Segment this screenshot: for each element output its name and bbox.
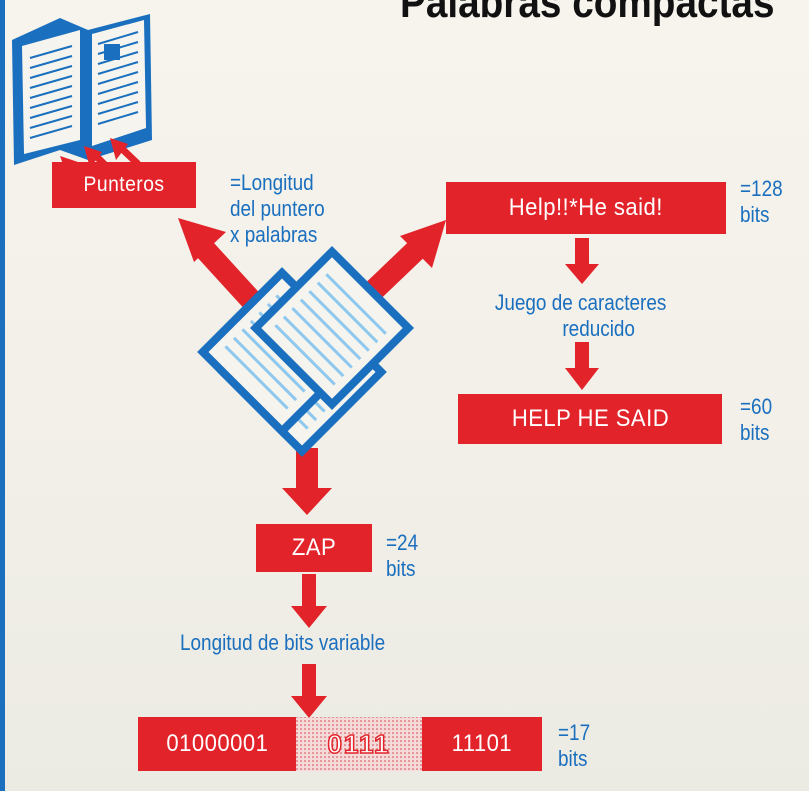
reduced-charset-line-1: Juego de caracteres [494, 290, 667, 315]
zap-box: ZAP [256, 524, 372, 572]
book-icon [12, 14, 152, 165]
arrow-reduce-2 [565, 342, 599, 390]
arrow-zap-2 [291, 664, 327, 718]
pointers-box: Punteros [52, 162, 196, 208]
pointers-note: =Longitud del puntero x palabras [230, 170, 325, 248]
reduced-charset-label: Juego de caracteres reducido [486, 290, 675, 342]
zap-size-value: =24 [386, 530, 419, 555]
pointers-note-line-2: del puntero [230, 195, 325, 221]
diagram-title: Palabras compactas [400, 0, 775, 27]
bits-right-box: 11101 [422, 717, 542, 771]
pointers-note-line-3: x palabras [230, 221, 318, 247]
pointers-box-label: Punteros [83, 173, 165, 196]
arrow-to-zap [282, 448, 332, 515]
arrow-reduce-1 [565, 238, 599, 284]
reduced-text-size-value: =60 [740, 394, 773, 419]
bits-right-value: 11101 [451, 730, 513, 757]
full-text-box-label: Help!!*He said! [508, 194, 664, 221]
arrow-to-text [364, 220, 446, 300]
full-text-size: =128 bits [740, 176, 783, 228]
reduced-text-size-unit: bits [740, 419, 770, 445]
bits-middle-box: 0111 [296, 717, 422, 771]
bits-middle-bg [296, 717, 422, 771]
full-text-size-unit: bits [740, 201, 770, 227]
full-text-size-value: =128 [740, 176, 783, 201]
full-text-box: Help!!*He said! [446, 182, 726, 234]
reduced-charset-line-2: reducido [562, 315, 635, 341]
pointers-note-line-1: =Longitud [230, 170, 314, 195]
bits-middle-value: 0111 [327, 728, 391, 760]
zap-size: =24 bits [386, 530, 418, 582]
variable-bits-label: Longitud de bits variable [180, 630, 386, 655]
bits-left-box: 01000001 [138, 717, 296, 771]
bits-size-unit: bits [558, 745, 588, 771]
reduced-text-box-label: HELP HE SAID [511, 405, 669, 432]
zap-box-label: ZAP [291, 534, 337, 561]
zap-size-unit: bits [386, 555, 416, 581]
bits-size: =17 bits [558, 720, 590, 772]
bits-left-value: 01000001 [166, 730, 268, 757]
reduced-text-size: =60 bits [740, 394, 772, 446]
left-border [0, 0, 5, 791]
arrow-zap-1 [291, 574, 327, 628]
bits-size-value: =17 [558, 720, 591, 745]
reduced-text-box: HELP HE SAID [458, 394, 722, 444]
